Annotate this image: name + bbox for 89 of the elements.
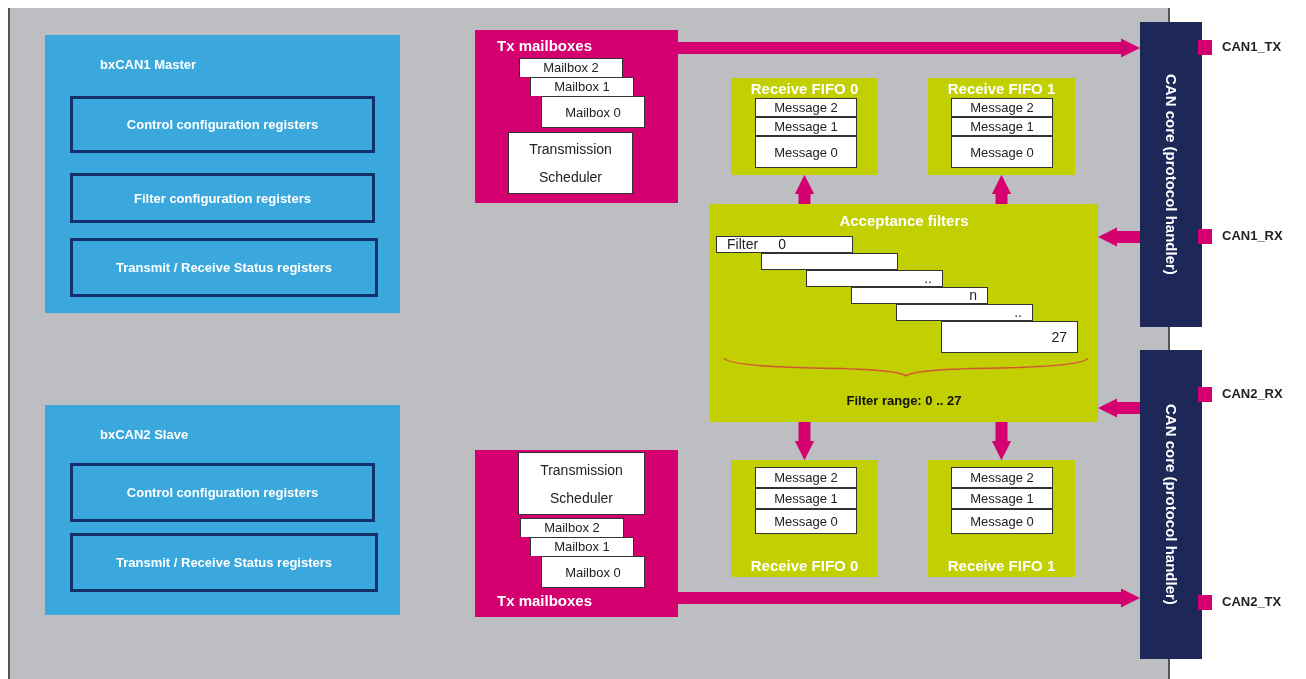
block-label: CAN core (protocol handler) (1162, 404, 1180, 605)
register-name: Transmit / Receive Status registers (115, 260, 332, 275)
register-box (70, 463, 375, 522)
mailbox-name: Mailbox 1 (554, 78, 610, 95)
register-box (70, 173, 375, 223)
register-box (70, 96, 375, 153)
message-slot (951, 509, 1053, 534)
message-slot (755, 98, 857, 117)
fifo-title: Receive FIFO 0 (750, 557, 859, 574)
mailbox-group (475, 450, 678, 617)
scheduler-box (508, 132, 633, 194)
panel-title: bxCAN1 Master (100, 57, 198, 72)
filter-card (941, 321, 1078, 353)
scheduler-box (518, 452, 645, 515)
message-name: Message 2 (970, 470, 1034, 485)
register-name: Transmit / Receive Status registers (115, 555, 332, 570)
fifo-box (731, 78, 878, 175)
message-name: Message 0 (970, 514, 1034, 529)
mailbox-card (520, 518, 624, 537)
message-slot (951, 488, 1053, 509)
pin-label: CAN1_TX (1222, 39, 1282, 54)
block-label: CAN core (protocol handler) (1162, 74, 1180, 275)
message-name: Message 1 (774, 491, 838, 506)
message-slot (951, 467, 1053, 488)
mailbox-card (541, 556, 645, 588)
register-name: Filter configuration registers (134, 190, 311, 206)
register-box (70, 533, 378, 592)
message-name: Message 2 (774, 100, 838, 115)
message-slot (951, 136, 1053, 168)
protocol-handler-block (1140, 22, 1202, 327)
message-slot (755, 467, 857, 488)
filter-bank (710, 204, 1098, 422)
register-box (70, 238, 378, 297)
message-slot (755, 117, 857, 136)
scheduler-name: Transmission Scheduler (528, 140, 613, 187)
mailbox-card (530, 537, 634, 556)
message-slot (755, 509, 857, 534)
fifo-box (928, 78, 1075, 175)
fifo-title: Receive FIFO 1 (947, 80, 1056, 97)
mailbox-name: Mailbox 0 (565, 103, 621, 121)
register-panel (45, 35, 400, 313)
mailbox-name: Mailbox 2 (544, 519, 600, 536)
filter-card (761, 253, 898, 270)
pin-label: CAN2_RX (1222, 386, 1283, 401)
fifo-title: Receive FIFO 1 (947, 557, 1056, 574)
register-name: Control configuration registers (126, 485, 319, 500)
fifo-box (731, 460, 878, 577)
group-title: Tx mailboxes (497, 592, 594, 609)
mailbox-card (541, 96, 645, 128)
fifo-title: Receive FIFO 0 (750, 80, 859, 97)
protocol-handler-block (1140, 350, 1202, 659)
range-label: Filter range: 0 .. 27 (846, 393, 962, 408)
filter-card (716, 236, 853, 253)
filter-card (851, 287, 988, 304)
fifo-box (928, 460, 1075, 577)
mailbox-card (530, 77, 634, 96)
message-slot (951, 117, 1053, 136)
message-name: Message 1 (774, 119, 838, 134)
pin-label: CAN2_TX (1222, 594, 1282, 609)
message-slot (951, 98, 1053, 117)
message-name: Message 2 (774, 470, 838, 485)
mailbox-card (519, 58, 623, 77)
mailbox-name: Mailbox 2 (543, 59, 599, 76)
message-name: Message 0 (970, 144, 1034, 160)
register-name: Control configuration registers (126, 117, 319, 132)
group-title: Tx mailboxes (497, 37, 594, 54)
message-name: Message 1 (970, 491, 1034, 506)
message-name: Message 0 (774, 514, 838, 529)
filter-card (896, 304, 1033, 321)
filter-name: 0 (778, 237, 786, 252)
filter-bank-title: Acceptance filters (839, 212, 969, 229)
filter-name: .. (924, 271, 932, 286)
panel-title: bxCAN2 Slave (100, 427, 190, 442)
filter-name: n (969, 288, 977, 303)
register-panel (45, 405, 400, 615)
mailbox-group (475, 30, 678, 203)
filter-name: Filter (727, 237, 759, 252)
message-name: Message 2 (970, 100, 1034, 115)
mailbox-name: Mailbox 0 (565, 563, 621, 581)
filter-card (806, 270, 943, 287)
message-name: Message 0 (774, 144, 838, 160)
pin-label: CAN1_RX (1222, 228, 1283, 243)
message-name: Message 1 (970, 119, 1034, 134)
message-slot (755, 136, 857, 168)
scheduler-name: Transmission Scheduler (539, 460, 624, 508)
message-slot (755, 488, 857, 509)
filter-name: 27 (1051, 329, 1067, 345)
mailbox-name: Mailbox 1 (554, 538, 610, 555)
filter-name: .. (1014, 305, 1022, 320)
